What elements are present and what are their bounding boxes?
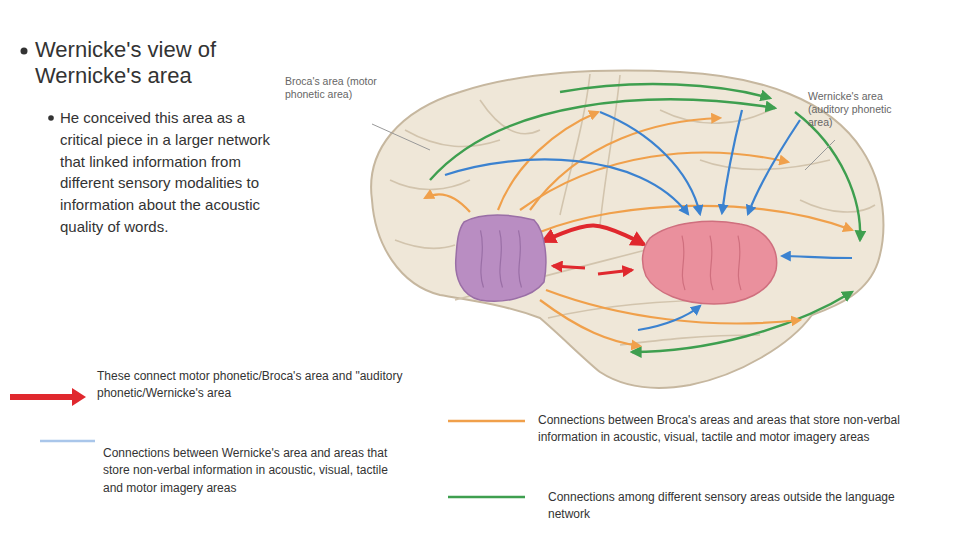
leader-line <box>372 124 835 170</box>
brain-area: Broca's area (motor phonetic area) <box>452 212 547 304</box>
red-connections <box>553 266 632 274</box>
slide-title: Wernicke's view of Wernicke's area <box>35 37 275 90</box>
gyri <box>390 74 875 345</box>
legend-text: These connect motor phonetic/Broca's are… <box>97 368 417 403</box>
area-shape <box>452 212 547 304</box>
legend-text: Connections between Wernicke's area and … <box>103 445 403 497</box>
broca-connections <box>425 112 852 346</box>
legend-text: Connections among different sensory area… <box>548 489 928 524</box>
wernicke-connections <box>445 110 852 330</box>
area-shape <box>640 218 780 306</box>
brain-outline <box>371 71 883 388</box>
brain-area: Wernicke's area (auditory phonetic area) <box>640 218 780 306</box>
bullet <box>48 115 54 121</box>
sensory-connections <box>430 84 860 352</box>
area-label: Broca's area (motor phonetic area) <box>285 75 397 101</box>
legend-text: Connections between Broca's areas and ar… <box>538 412 923 447</box>
bullet <box>21 48 28 55</box>
area-label: Wernicke's area (auditory phonetic area) <box>808 90 900 129</box>
connector-arrow <box>543 225 644 244</box>
bullet-text: He conceived this area as a critical pie… <box>60 107 275 238</box>
